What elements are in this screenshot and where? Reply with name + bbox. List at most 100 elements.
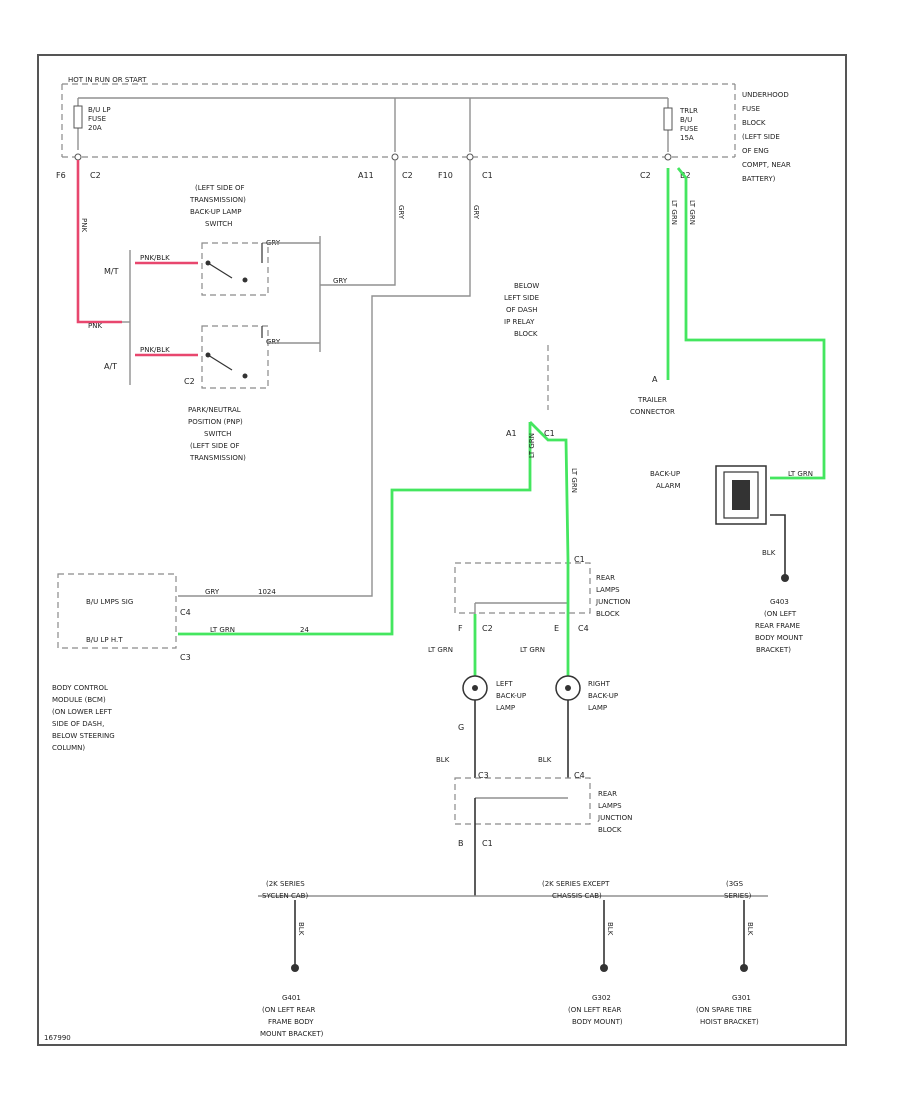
pink-feed-wire [76, 160, 122, 324]
svg-text:C3: C3 [478, 771, 489, 780]
svg-text:REAR: REAR [596, 574, 615, 582]
svg-text:15A: 15A [680, 134, 694, 142]
svg-text:C4: C4 [180, 608, 191, 617]
svg-text:(LEFT SIDE OF: (LEFT SIDE OF [195, 184, 245, 192]
svg-text:BODY CONTROL: BODY CONTROL [52, 684, 108, 692]
svg-text:LAMP: LAMP [588, 704, 607, 712]
svg-text:FRAME BODY: FRAME BODY [268, 1018, 314, 1026]
svg-text:LT GRN: LT GRN [788, 470, 813, 478]
ltgrn-relay-to-bcm [178, 422, 532, 636]
svg-text:(LEFT SIDE OF: (LEFT SIDE OF [190, 442, 240, 450]
svg-text:GRY: GRY [205, 588, 220, 596]
svg-text:BRACKET): BRACKET) [756, 646, 791, 654]
svg-text:B/U LP H.T: B/U LP H.T [86, 636, 123, 644]
svg-text:OF DASH: OF DASH [506, 306, 538, 314]
svg-text:FUSE: FUSE [88, 115, 106, 123]
svg-text:B/U LP: B/U LP [88, 106, 111, 114]
g302-label: G302 (ON LEFT REAR BODY MOUNT) [568, 994, 623, 1026]
svg-text:A/T: A/T [104, 362, 117, 371]
svg-text:RIGHT: RIGHT [588, 680, 611, 688]
trailer-fuse: TRLR B/U FUSE 15A [663, 107, 698, 142]
svg-text:F: F [458, 624, 463, 633]
svg-text:SIDE OF DASH,: SIDE OF DASH, [52, 720, 104, 728]
svg-text:M/T: M/T [104, 267, 119, 276]
svg-text:C1: C1 [574, 555, 585, 564]
svg-text:REAR FRAME: REAR FRAME [755, 622, 800, 630]
svg-text:B/U: B/U [680, 116, 692, 124]
svg-text:(2K SERIES: (2K SERIES [266, 880, 305, 888]
fuse-block-top: HOT IN RUN OR START [61, 76, 736, 158]
svg-text:UNDERHOOD: UNDERHOOD [742, 91, 789, 99]
left-backup-lamp: LEFT BACK-UP LAMP G [458, 675, 526, 732]
svg-text:A11: A11 [358, 171, 374, 180]
svg-text:C2: C2 [482, 624, 493, 633]
ip-relay-block: BELOW LEFT SIDE OF DASH IP RELAY BLOCK A… [504, 282, 555, 438]
svg-text:24: 24 [300, 626, 309, 634]
body-control-module: B/U LMPS SIG B/U LP H.T C4 C3 BODY CONTR… [52, 573, 191, 752]
svg-text:JUNCTION: JUNCTION [597, 814, 632, 822]
svg-text:G403: G403 [770, 598, 789, 606]
svg-text:LT GRN: LT GRN [210, 626, 235, 634]
svg-text:TRANSMISSION): TRANSMISSION) [189, 454, 246, 462]
g301-ground-icon [740, 964, 748, 972]
svg-text:FUSE: FUSE [680, 125, 698, 133]
svg-text:F6: F6 [56, 171, 66, 180]
svg-text:G: G [458, 723, 464, 732]
footer-code: 167990 [44, 1034, 71, 1042]
svg-text:REAR: REAR [598, 790, 617, 798]
svg-text:B/U LMPS SIG: B/U LMPS SIG [86, 598, 133, 606]
svg-text:(ON LOWER LEFT: (ON LOWER LEFT [52, 708, 113, 716]
svg-text:C3: C3 [180, 653, 191, 662]
svg-text:PNK: PNK [88, 322, 102, 330]
svg-text:F10: F10 [438, 171, 453, 180]
g403-ground-icon [781, 574, 789, 582]
svg-text:SWITCH: SWITCH [204, 430, 231, 438]
svg-text:LT GRN: LT GRN [520, 646, 545, 654]
trailer-wire-2 [676, 167, 826, 480]
svg-text:OF ENG: OF ENG [742, 147, 769, 155]
svg-text:BLK: BLK [538, 756, 552, 764]
svg-text:20A: 20A [88, 124, 102, 132]
svg-text:LT GRN: LT GRN [688, 200, 696, 225]
svg-text:G301: G301 [732, 994, 751, 1002]
svg-text:BLOCK: BLOCK [598, 826, 622, 834]
svg-text:PNK: PNK [80, 218, 88, 232]
svg-text:LAMP: LAMP [496, 704, 515, 712]
svg-text:FUSE: FUSE [742, 105, 760, 113]
svg-text:POSITION (PNP): POSITION (PNP) [188, 418, 243, 426]
svg-text:SERIES): SERIES) [724, 892, 752, 900]
svg-text:BELOW STEERING: BELOW STEERING [52, 732, 115, 740]
svg-text:PNK/BLK: PNK/BLK [140, 346, 170, 354]
svg-text:A: A [652, 375, 658, 384]
svg-text:ALARM: ALARM [656, 482, 681, 490]
svg-text:A1: A1 [506, 429, 517, 438]
svg-text:BLK: BLK [606, 922, 614, 936]
svg-text:LT GRN: LT GRN [528, 433, 536, 458]
underhood-fuse-block-label: UNDERHOOD FUSE BLOCK (LEFT SIDE OF ENG C… [742, 91, 791, 183]
backup-alarm: BACK-UP ALARM [650, 465, 767, 525]
svg-text:BACK-UP: BACK-UP [588, 692, 618, 700]
g401-label: G401 (ON LEFT REAR FRAME BODY MOUNT BRAC… [260, 994, 324, 1038]
svg-text:BLK: BLK [762, 549, 776, 557]
svg-text:IP RELAY: IP RELAY [504, 318, 535, 326]
svg-text:LEFT: LEFT [496, 680, 513, 688]
svg-text:COLUMN): COLUMN) [52, 744, 85, 752]
svg-text:C2: C2 [90, 171, 101, 180]
svg-text:COMPT, NEAR: COMPT, NEAR [742, 161, 791, 169]
svg-text:(ON LEFT REAR: (ON LEFT REAR [568, 1006, 622, 1014]
svg-text:(2K SERIES EXCEPT: (2K SERIES EXCEPT [542, 880, 610, 888]
svg-text:SWITCH: SWITCH [205, 220, 232, 228]
fuse-header: HOT IN RUN OR START [68, 76, 147, 84]
svg-text:LEFT SIDE: LEFT SIDE [504, 294, 539, 302]
svg-text:BELOW: BELOW [514, 282, 539, 290]
svg-text:BACK-UP: BACK-UP [496, 692, 526, 700]
rear-junction-block-top: C1 REAR LAMPS JUNCTION BLOCK F C2 E C4 [454, 555, 630, 633]
svg-text:HOIST BRACKET): HOIST BRACKET) [700, 1018, 759, 1026]
svg-text:BLOCK: BLOCK [596, 610, 620, 618]
svg-text:GRY: GRY [397, 205, 405, 220]
pnp-switch: GRY C2 PARK/NEUTRAL POSITION (PNP) SWITC… [184, 325, 281, 462]
svg-text:GRY: GRY [333, 277, 348, 285]
svg-text:BLK: BLK [746, 922, 754, 936]
svg-text:TRANSMISSION): TRANSMISSION) [189, 196, 246, 204]
